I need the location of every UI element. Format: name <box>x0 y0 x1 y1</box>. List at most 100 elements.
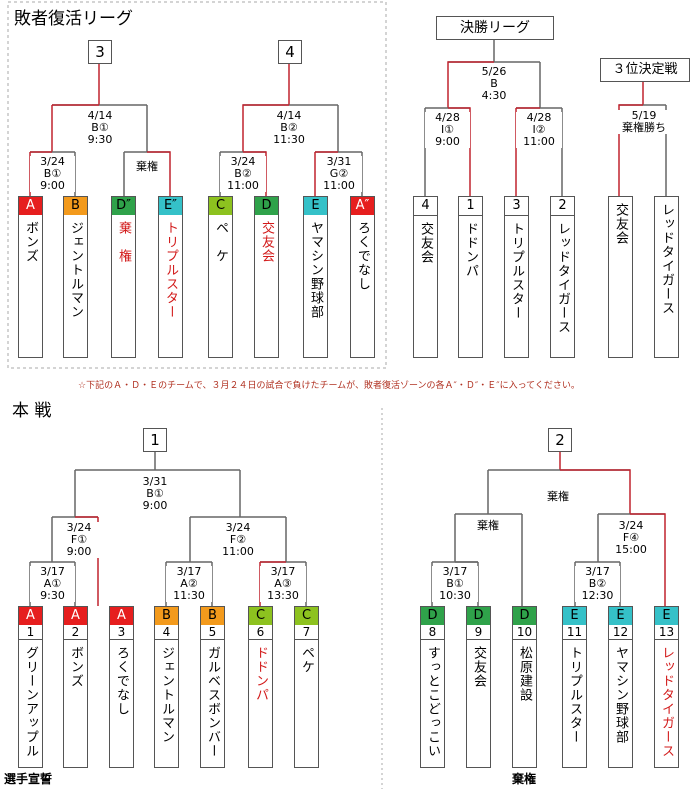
team-number: 7 <box>295 625 318 640</box>
team-number: 4 <box>155 625 178 640</box>
team-number: 9 <box>467 625 490 640</box>
team-entry: 交友会 <box>608 196 633 358</box>
team-number: 13 <box>655 625 678 640</box>
match-info: 4/14 B① 9:30 <box>76 110 124 146</box>
team-number: 2 <box>64 625 87 640</box>
main-title: 本 戦 <box>12 401 52 421</box>
team-group-tag: D <box>513 607 536 625</box>
team-name: ろくでなし <box>114 646 129 716</box>
team-group-tag: B <box>201 607 224 625</box>
team-name: グリーンアップル <box>23 646 38 758</box>
team-name: 交友会 <box>259 221 274 263</box>
team-name: ヤマシン野球部 <box>613 646 628 744</box>
match-info: 4/14 B② 11:30 <box>262 110 316 146</box>
team-group-tag: B <box>64 197 87 215</box>
repechage-bracket-label: 4 <box>278 40 302 64</box>
team-group-tag: B <box>155 607 178 625</box>
match-info: 3/24 B① 9:00 <box>30 156 75 192</box>
match-info: 3/31 B① 9:00 <box>128 476 182 512</box>
team-name: ろくでなし <box>355 221 370 291</box>
oath-label: 選手宣誓 <box>4 772 53 786</box>
team-name: ヤマシン野球部 <box>308 221 323 319</box>
match-info: 3/24 F④ 15:00 <box>606 520 656 556</box>
team-entry: レッドタイガース <box>654 196 679 358</box>
team-number: 10 <box>513 625 536 640</box>
team-name: トリプルスター <box>509 222 524 320</box>
team-name: 棄 権 <box>116 221 131 263</box>
team-group-tag: E <box>655 607 678 625</box>
note-text: ☆下記のＡ・Ｄ・Ｅのチームで、３月２４日の試合で負けたチームが、敗者復活ゾーンの… <box>78 381 580 391</box>
team-number: 5 <box>201 625 224 640</box>
team-name: ジェントルマン <box>159 646 174 744</box>
match-info: 3/24 B② 11:00 <box>220 156 266 192</box>
team-number: 1 <box>19 625 42 640</box>
team-name: ペケ <box>299 646 314 674</box>
team-group-tag: 1 <box>459 197 482 216</box>
team-group-tag: D <box>467 607 490 625</box>
team-entry: B ジェントルマン <box>63 196 88 358</box>
match-info: 3/17 A① 9:30 <box>30 566 75 602</box>
team-number: 8 <box>421 625 444 640</box>
team-name: 交友会 <box>471 646 486 688</box>
team-entry: D″ 棄 権 <box>111 196 136 358</box>
team-number: 6 <box>249 625 272 640</box>
forfeit-label: 棄権 <box>512 772 537 786</box>
team-name: ドドンパ <box>463 222 478 278</box>
match-info: 3/17 B① 10:30 <box>432 566 478 602</box>
team-group-tag: D <box>255 197 278 215</box>
team-group-tag: C <box>249 607 272 625</box>
team-name: 交友会 <box>613 203 628 245</box>
match-info: 4/28 I① 9:00 <box>425 112 470 148</box>
repechage-title: 敗者復活リーグ <box>14 9 133 29</box>
match-info: 棄権 <box>540 491 576 503</box>
team-entry: D 交友会 <box>254 196 279 358</box>
team-group-tag: E <box>563 607 586 625</box>
team-group-tag: A <box>64 607 87 625</box>
match-info: 3/24 F① 9:00 <box>56 522 102 558</box>
team-number: 3 <box>110 625 133 640</box>
team-entry: E″トリプルスター <box>158 196 183 358</box>
team-name: ペ ケ <box>213 221 228 263</box>
team-entry: 1 ドドンパ <box>458 196 483 358</box>
team-name: 交友会 <box>418 222 433 264</box>
main-bracket-label: 1 <box>143 428 167 452</box>
team-group-tag: D <box>421 607 444 625</box>
team-group-tag: D″ <box>112 197 135 215</box>
team-name: ガルベスボンバー <box>205 646 220 758</box>
main-bracket-label: 2 <box>548 428 572 452</box>
team-entry: A″ ろくでなし <box>350 196 375 358</box>
team-group-tag: C <box>295 607 318 625</box>
team-group-tag: A″ <box>351 197 374 215</box>
team-name: ジェントルマン <box>68 221 83 319</box>
team-name: レッドタイガース <box>659 646 674 758</box>
match-info: 3/17 B② 12:30 <box>575 566 620 602</box>
team-name: トリプルスター <box>163 221 178 319</box>
team-name: ボンズ <box>68 646 83 688</box>
match-info: 3/31 G② 11:00 <box>316 156 362 192</box>
team-group-tag: 3 <box>505 197 528 216</box>
match-info: 棄権 <box>470 520 506 532</box>
match-info: 棄権 <box>128 161 166 173</box>
team-name: レッドタイガース <box>659 203 674 315</box>
team-name: ドドンパ <box>253 646 268 702</box>
match-info: 5/19 棄権勝ち <box>614 110 674 134</box>
final-league-title: 決勝リーグ <box>436 16 554 40</box>
team-name: トリプルスター <box>567 646 582 744</box>
team-name: 松原建設 <box>517 646 532 702</box>
team-number: 11 <box>563 625 586 640</box>
match-info: 5/26 B 4:30 <box>466 66 522 102</box>
